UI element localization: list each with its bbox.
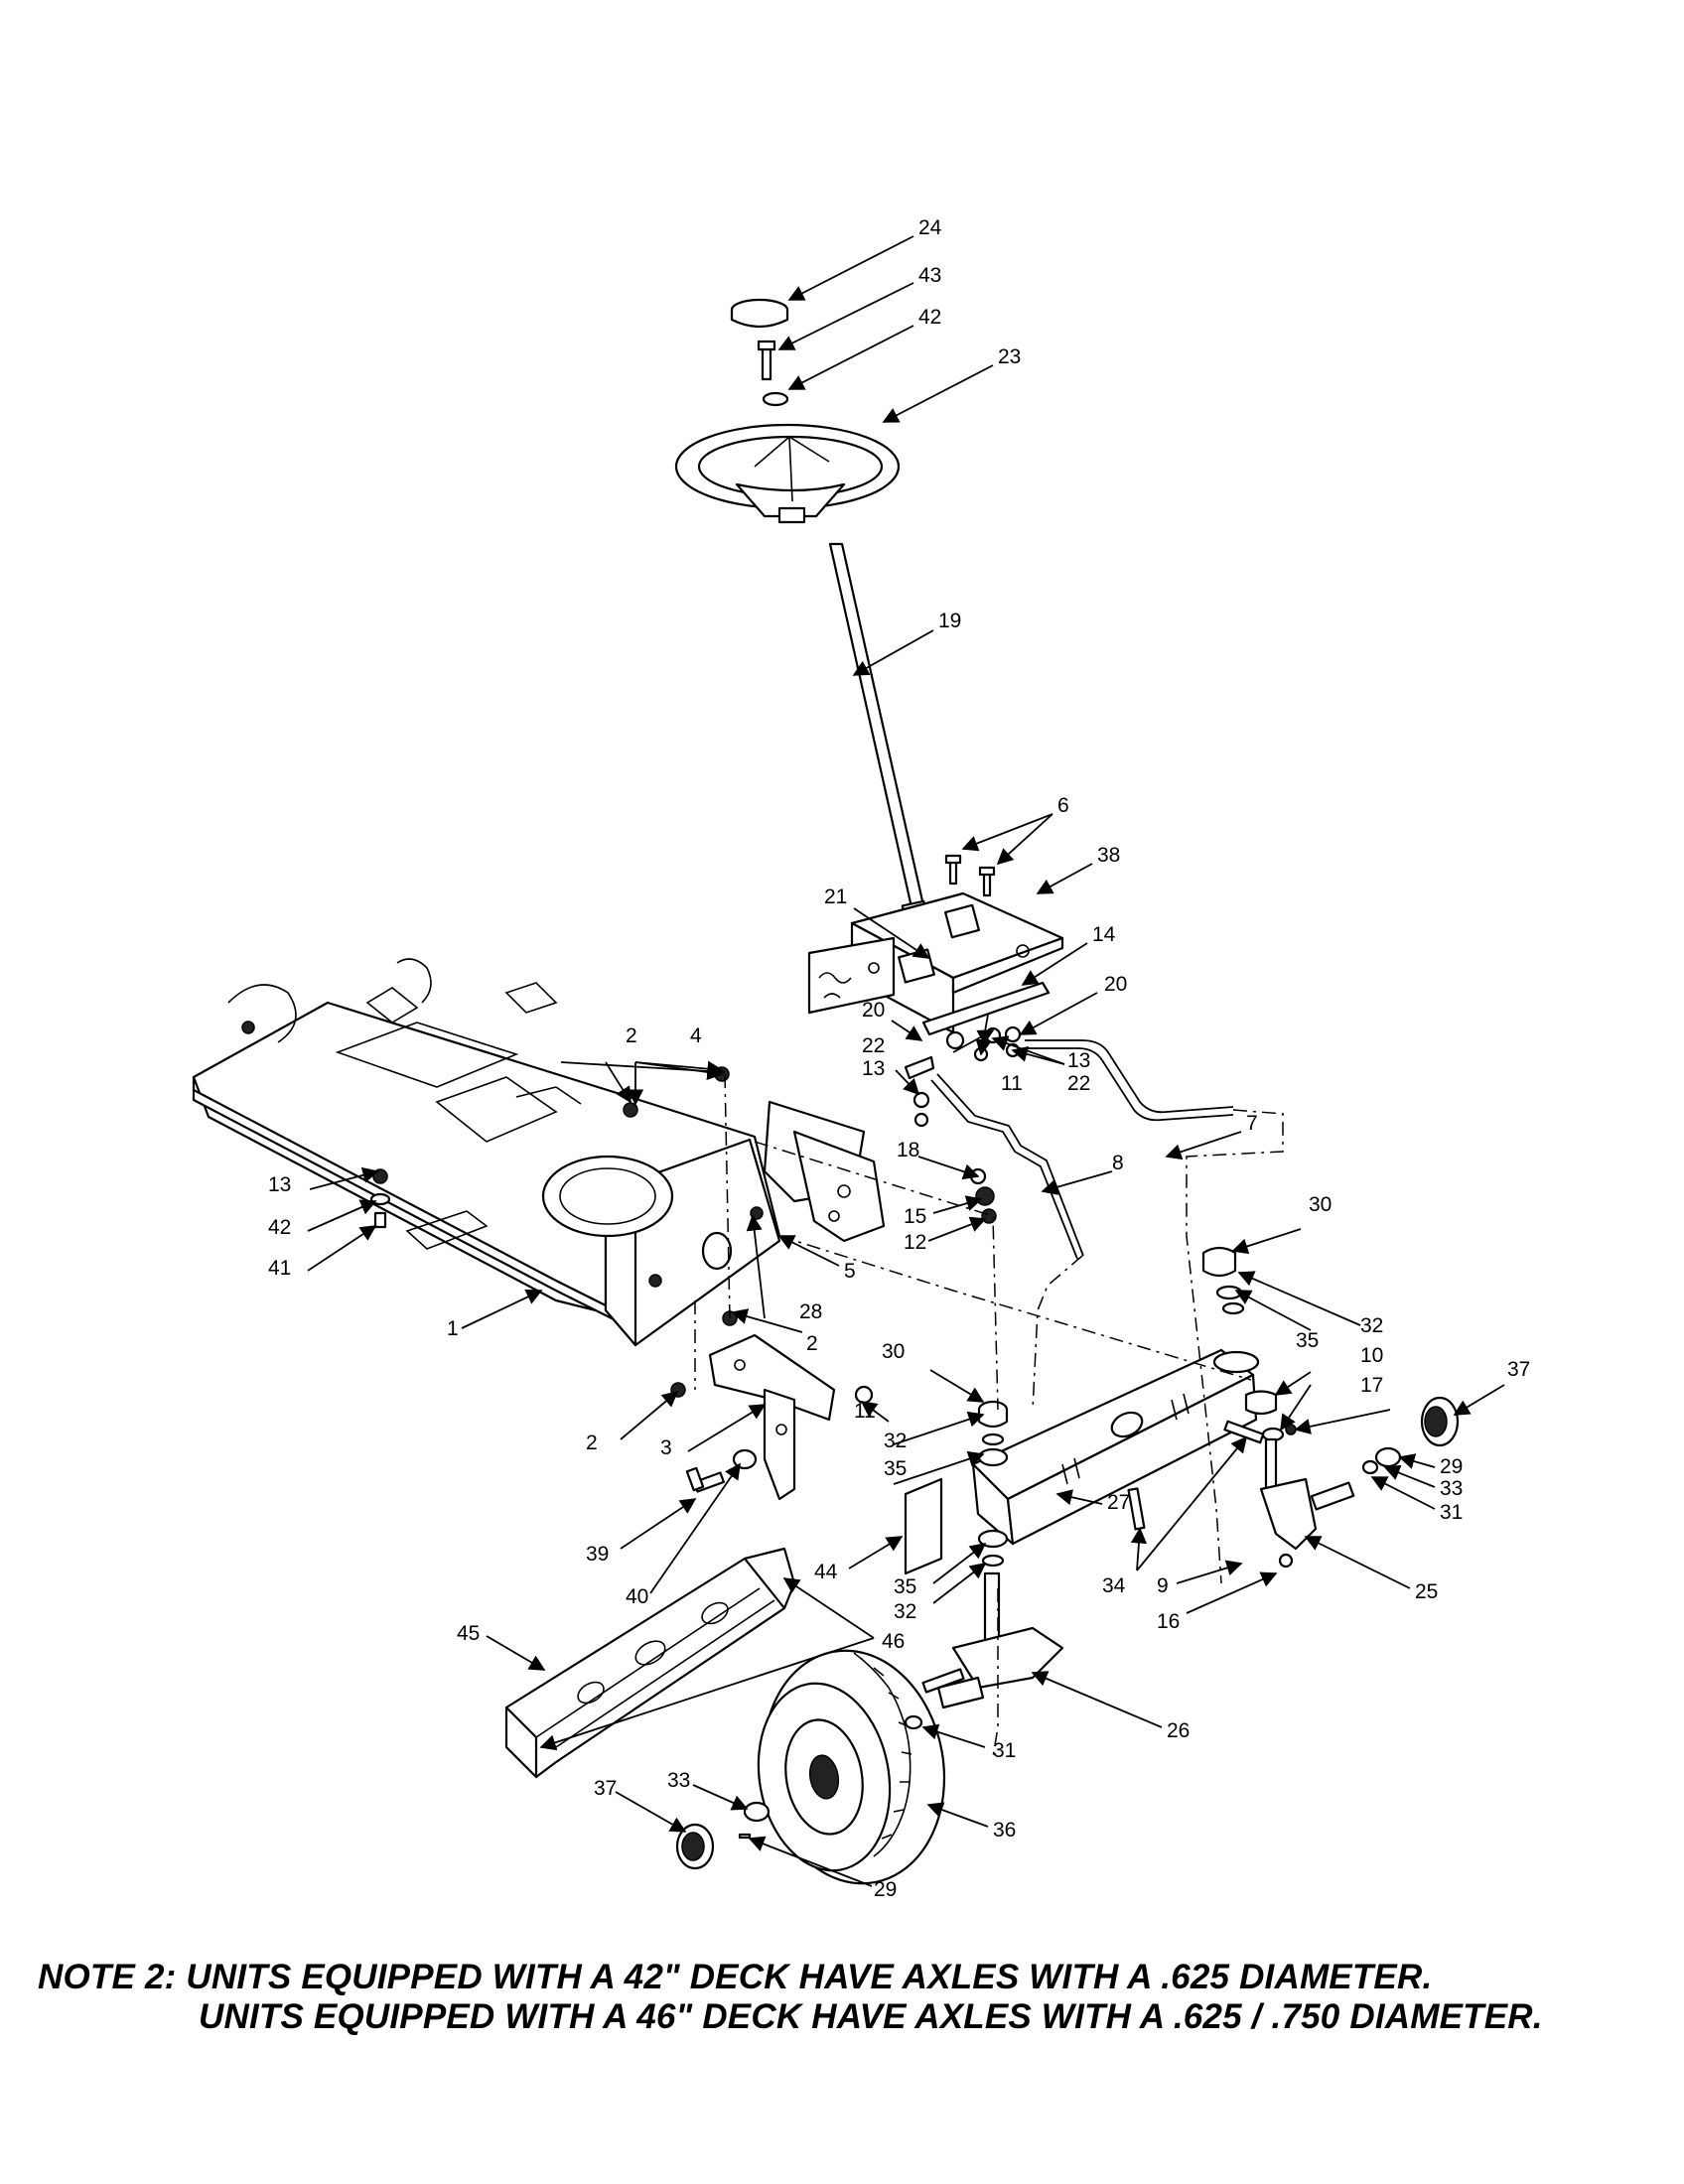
callout-label: 22 xyxy=(1067,1072,1090,1095)
callout-label: 18 xyxy=(897,1139,919,1161)
callout-label: 36 xyxy=(993,1819,1016,1842)
callout-label: 34 xyxy=(1102,1574,1126,1597)
left-spindle-bushings xyxy=(977,1400,1009,1568)
callout-label: 32 xyxy=(894,1600,916,1623)
callout-label: 5 xyxy=(844,1260,856,1283)
callout-label: 26 xyxy=(1167,1719,1190,1742)
left-hub-cap xyxy=(675,1823,715,1870)
callout-label: 20 xyxy=(862,999,885,1022)
callout-label: 40 xyxy=(626,1585,648,1608)
steering-wheel xyxy=(674,423,901,524)
callout-label: 16 xyxy=(1157,1610,1180,1633)
callout-label: 30 xyxy=(1309,1193,1332,1216)
deck-note-line-1: NOTE 2: UNITS EQUIPPED WITH A 42" DECK H… xyxy=(38,1958,1433,1996)
wheel-axle-pin xyxy=(904,1668,965,1730)
callout-label: 32 xyxy=(884,1430,907,1452)
callout-label: 13 xyxy=(268,1173,291,1196)
callout-label: 35 xyxy=(894,1575,916,1598)
callout-label: 30 xyxy=(882,1340,905,1363)
callout-label: 46 xyxy=(882,1630,905,1653)
plate-bolt-b xyxy=(978,866,996,897)
callout-label: 14 xyxy=(1092,923,1116,946)
callout-label: 13 xyxy=(862,1057,885,1080)
callout-label: 23 xyxy=(998,345,1021,368)
callout-label: 3 xyxy=(660,1436,672,1459)
callout-label: 33 xyxy=(667,1769,690,1792)
callout-label: 22 xyxy=(862,1034,885,1057)
callout-label: 35 xyxy=(1296,1329,1319,1352)
callout-label: 28 xyxy=(799,1300,822,1323)
callout-label: 12 xyxy=(904,1231,926,1254)
callout-label: 35 xyxy=(884,1457,907,1480)
axle-support xyxy=(504,1547,796,1779)
callout-label: 13 xyxy=(1067,1049,1090,1072)
callout-label: 17 xyxy=(1360,1374,1383,1397)
callout-label: 31 xyxy=(1440,1501,1463,1524)
leader-lines xyxy=(307,235,1505,1887)
callout-label: 2 xyxy=(626,1024,637,1047)
plate-bolt-a xyxy=(944,854,962,886)
callout-label: 15 xyxy=(904,1205,926,1228)
callout-label: 11 xyxy=(854,1400,876,1423)
left-hub-washer xyxy=(738,1801,771,1840)
right-hub-washers xyxy=(1361,1446,1402,1475)
callout-label: 37 xyxy=(594,1777,617,1800)
front-axle-bracket xyxy=(708,1333,836,1501)
callout-label: 45 xyxy=(457,1622,480,1645)
callout-label: 9 xyxy=(1157,1574,1169,1597)
callout-label: 24 xyxy=(918,216,942,239)
callout-label: 1 xyxy=(447,1317,459,1340)
callout-label: 8 xyxy=(1112,1152,1124,1174)
spindle-spacer xyxy=(904,1477,943,1575)
drag-link xyxy=(1025,1039,1234,1122)
callout-label: 37 xyxy=(1507,1358,1530,1381)
callout-label: 10 xyxy=(1360,1344,1383,1367)
tie-rod-fittings xyxy=(969,1167,997,1224)
steering-cap xyxy=(730,298,789,329)
callout-label: 31 xyxy=(993,1739,1016,1762)
callout-label: 29 xyxy=(874,1878,897,1901)
right-spindle xyxy=(1259,1424,1355,1569)
callout-label: 19 xyxy=(938,610,961,632)
left-spindle xyxy=(936,1571,1064,1709)
axle-pivot-bolt xyxy=(1127,1420,1265,1531)
callout-label: 27 xyxy=(1107,1491,1130,1514)
callout-label: 25 xyxy=(1415,1580,1438,1603)
frame-side-bracket xyxy=(763,1100,886,1243)
main-frame xyxy=(192,958,781,1347)
right-spindle-bushings xyxy=(1201,1246,1285,1442)
steering-support-plate xyxy=(807,891,1064,1034)
callout-label: 44 xyxy=(814,1561,838,1583)
right-hub-cap xyxy=(1420,1396,1460,1447)
deck-note-line-2: UNITS EQUIPPED WITH A 46" DECK HAVE AXLE… xyxy=(199,1997,1543,2036)
steering-washer xyxy=(762,391,789,407)
callout-label: 42 xyxy=(268,1216,291,1239)
callout-label: 7 xyxy=(1246,1112,1258,1135)
steering-bolt xyxy=(757,340,776,381)
steering-shaft xyxy=(828,542,928,921)
callout-label: 11 xyxy=(1001,1072,1023,1095)
callout-label: 21 xyxy=(824,886,847,908)
callout-label: 42 xyxy=(918,306,941,329)
callout-label: 6 xyxy=(1057,794,1069,817)
callout-label: 33 xyxy=(1440,1477,1463,1500)
callout-label: 41 xyxy=(268,1257,291,1280)
callout-label: 2 xyxy=(806,1332,818,1355)
callout-label: 38 xyxy=(1097,844,1120,867)
callout-label: 29 xyxy=(1440,1455,1463,1478)
callout-label: 20 xyxy=(1104,973,1127,996)
callout-label: 43 xyxy=(918,264,941,287)
center-lines xyxy=(694,1073,1284,1758)
callout-label: 39 xyxy=(586,1543,609,1566)
callout-label: 2 xyxy=(586,1432,598,1454)
callout-labels: 24 43 42 23 19 6 38 21 14 20 2 4 20 22 1… xyxy=(268,216,1530,1901)
callout-label: 32 xyxy=(1360,1314,1383,1337)
callout-label: 4 xyxy=(690,1024,702,1047)
front-axle xyxy=(971,1348,1260,1546)
front-wheel xyxy=(757,1649,946,1885)
pitman-arm xyxy=(904,1055,935,1128)
